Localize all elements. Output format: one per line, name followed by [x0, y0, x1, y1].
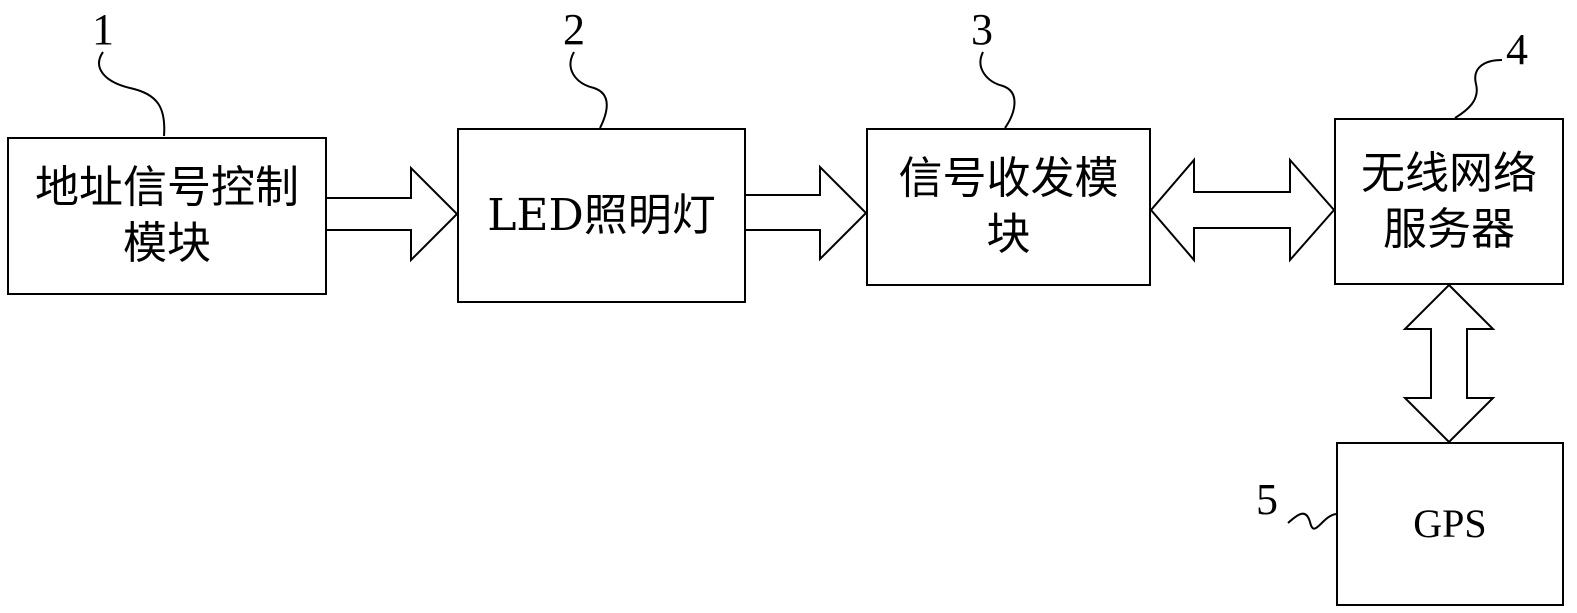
arrow-1-to-2 [327, 168, 457, 260]
leader-line-5 [1288, 514, 1336, 529]
label-line: 块 [899, 207, 1119, 263]
double-arrow-3-4 [1151, 160, 1334, 260]
label-line: GPS [1413, 496, 1486, 552]
label-line: 服务器 [1361, 202, 1537, 258]
double-arrow-4-5 [1405, 285, 1493, 442]
block-address-control-label: 地址信号控制 模块 [35, 160, 299, 272]
block-wireless-server: 无线网络 服务器 [1334, 118, 1564, 285]
leader-line-2 [571, 52, 607, 128]
ref-number-2: 2 [563, 8, 585, 52]
leader-line-3 [980, 52, 1014, 128]
block-address-control: 地址信号控制 模块 [7, 137, 327, 295]
block-wireless-server-label: 无线网络 服务器 [1361, 146, 1537, 258]
ref-number-5: 5 [1256, 478, 1278, 522]
block-transceiver: 信号收发模 块 [866, 128, 1151, 286]
ref-number-1: 1 [92, 8, 114, 52]
label-line: 模块 [35, 216, 299, 272]
block-transceiver-label: 信号收发模 块 [899, 151, 1119, 263]
arrow-2-to-3 [745, 167, 866, 259]
block-led-light-label: LED照明灯 [487, 188, 716, 244]
label-line: 地址信号控制 [35, 160, 299, 216]
ref-number-3: 3 [971, 8, 993, 52]
leader-line-4 [1455, 60, 1502, 118]
block-led-light: LED照明灯 [457, 128, 746, 303]
label-line: 信号收发模 [899, 151, 1119, 207]
label-line: 无线网络 [1361, 146, 1537, 202]
ref-number-4: 4 [1506, 28, 1528, 72]
block-gps: GPS [1336, 442, 1564, 606]
block-gps-label: GPS [1413, 496, 1486, 552]
label-line: LED照明灯 [487, 188, 716, 244]
leader-line-1 [99, 52, 164, 136]
